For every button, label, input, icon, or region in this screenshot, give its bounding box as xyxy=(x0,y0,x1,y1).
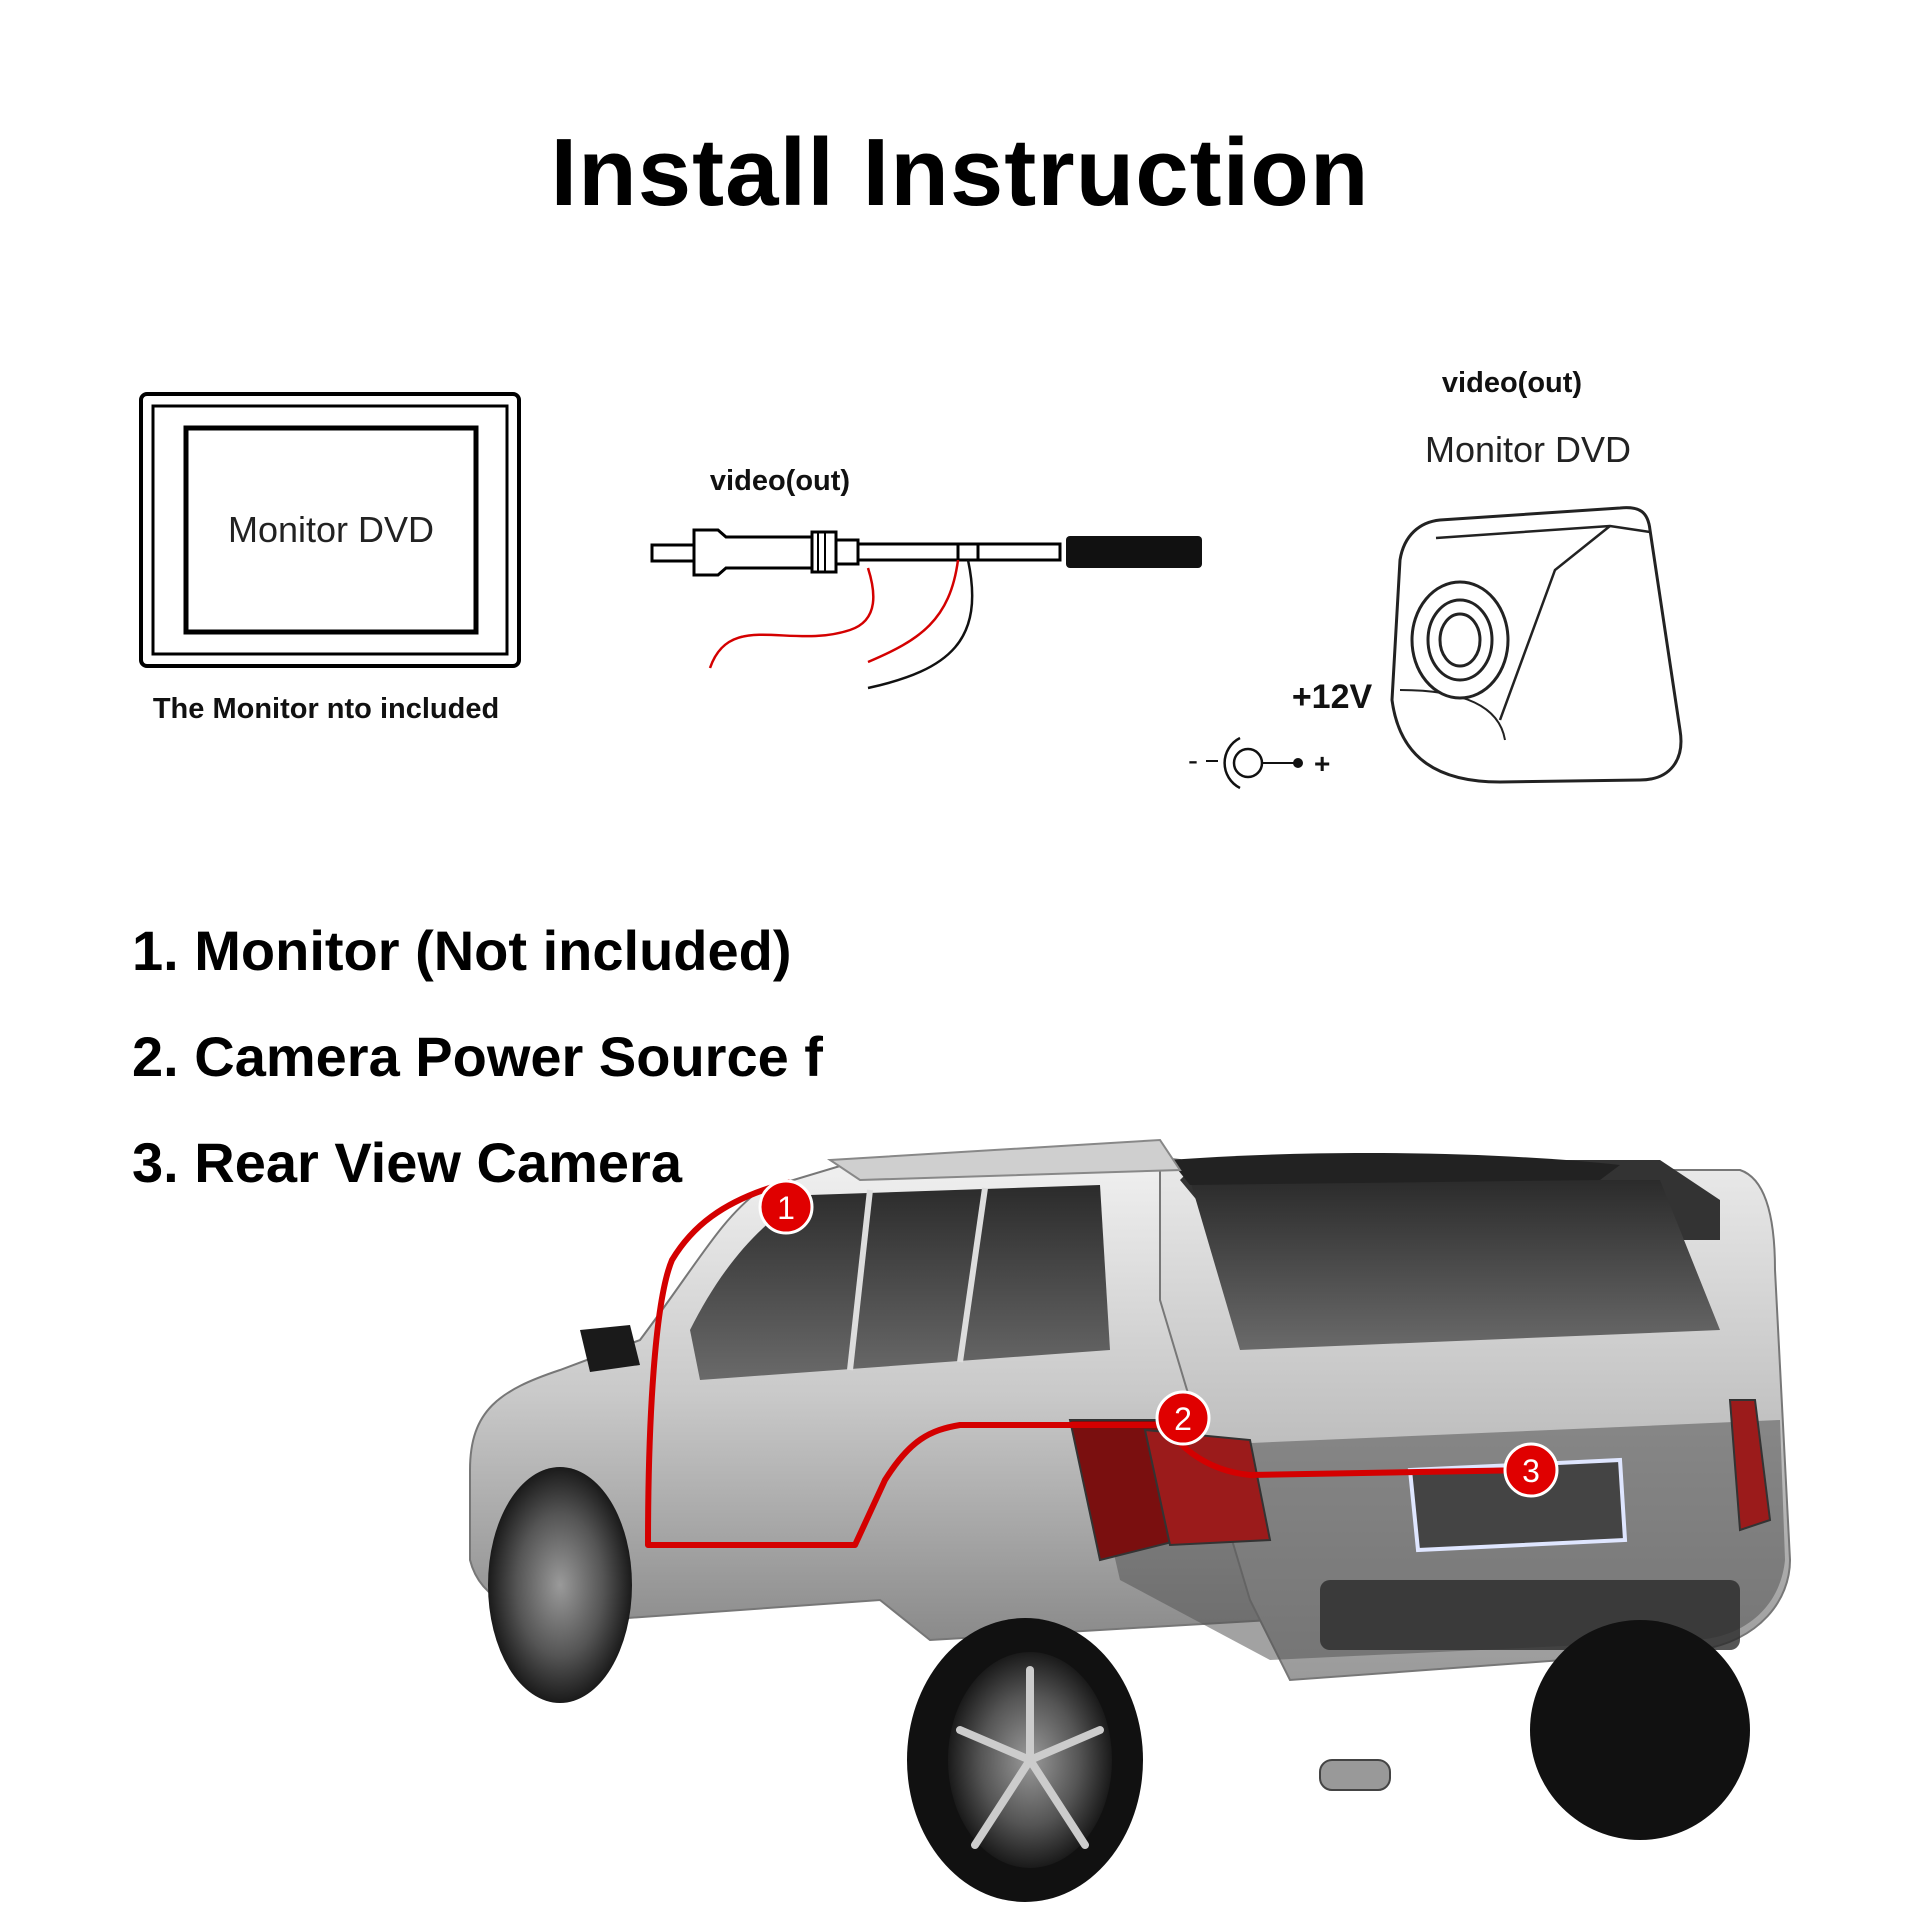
exhaust-tip xyxy=(1319,1759,1391,1791)
front-wheel xyxy=(488,1467,632,1703)
monitor-caption: The Monitor nto included xyxy=(153,693,499,725)
camera-lens xyxy=(1438,612,1482,668)
cable-end-black xyxy=(1066,536,1202,568)
suv-illustration xyxy=(469,1138,1792,1902)
camera-illustration: video(out) Monitor DVD +12V - + xyxy=(1188,367,1683,790)
marker-3: 3 xyxy=(1503,1442,1559,1498)
cable-splice xyxy=(956,542,980,562)
camera-housing xyxy=(1390,506,1683,784)
rear-right-tire xyxy=(1530,1620,1750,1840)
plus-sign: + xyxy=(1314,748,1330,779)
side-mirror xyxy=(580,1325,640,1372)
right-taillight xyxy=(1728,1399,1772,1532)
side-windows xyxy=(690,1185,1110,1380)
monitor-inner-frame xyxy=(151,404,509,656)
rca-plug-body xyxy=(692,528,814,577)
video-cable-illustration: video(out) xyxy=(650,465,1202,690)
power-label: +12V xyxy=(1292,678,1373,716)
marker-3-label: 3 xyxy=(1522,1453,1540,1489)
marker-2-label: 2 xyxy=(1174,1401,1192,1437)
minus-sign: - xyxy=(1188,744,1198,777)
page-title: Install Instruction xyxy=(550,119,1370,226)
roof-rail xyxy=(826,1138,1182,1182)
monitor-outer-frame xyxy=(139,392,521,668)
step-1: 1. Monitor (Not included) xyxy=(132,919,792,982)
step-2: 2. Camera Power Source f xyxy=(132,1025,823,1088)
red-wire-left xyxy=(708,567,875,669)
marker-1-label: 1 xyxy=(777,1190,795,1226)
rear-spoiler xyxy=(1170,1153,1620,1185)
black-wire xyxy=(867,559,974,690)
red-wire-right xyxy=(867,559,960,664)
monitor-screen xyxy=(183,425,479,635)
cable-sleeve-2 xyxy=(976,542,1062,562)
rca-tip xyxy=(650,543,696,563)
camera-monitor-label: Monitor DVD xyxy=(1425,429,1631,470)
cable-label: video(out) xyxy=(710,465,850,497)
cable-sleeve-1 xyxy=(856,542,960,562)
monitor-screen-label: Monitor DVD xyxy=(228,509,434,550)
rca-neck xyxy=(834,538,860,566)
step-3: 3. Rear View Camera xyxy=(132,1131,682,1194)
rear-windshield xyxy=(1190,1180,1720,1350)
marker-2: 2 xyxy=(1155,1390,1211,1446)
camera-top-label: video(out) xyxy=(1442,367,1582,399)
power-connector-symbol xyxy=(1223,736,1241,790)
marker-1: 1 xyxy=(758,1179,814,1235)
monitor-illustration: Monitor DVD The Monitor nto included xyxy=(139,392,521,725)
